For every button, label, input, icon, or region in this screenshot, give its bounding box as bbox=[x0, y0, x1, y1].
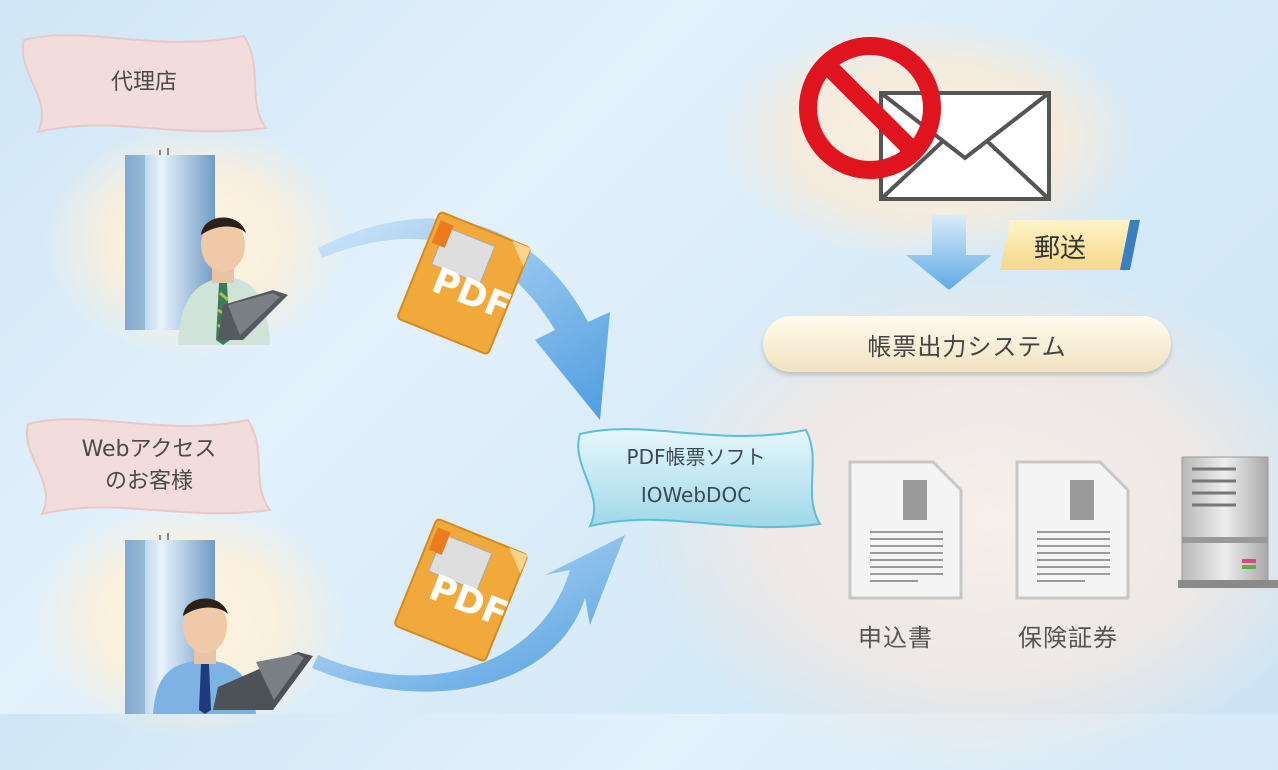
agency-label: 代理店 bbox=[110, 70, 177, 95]
web-customer-line-1: Webアクセス bbox=[81, 437, 217, 462]
pdf-file-icon-top: PDF bbox=[395, 208, 535, 358]
mail-badge: 郵送 bbox=[1000, 220, 1140, 270]
web-customer-banner: Webアクセス のお客様 bbox=[20, 412, 278, 520]
system-label: 帳票出力システム bbox=[867, 332, 1067, 361]
software-banner: PDF帳票ソフト IOWebDOC bbox=[566, 420, 826, 532]
banner-shape bbox=[21, 34, 268, 134]
agency-banner: 代理店 bbox=[14, 28, 274, 138]
businessman-laptop-icon bbox=[178, 217, 288, 345]
software-line-2: IOWebDOC bbox=[640, 483, 752, 507]
application-form-icon bbox=[848, 460, 963, 600]
down-arrow-icon bbox=[906, 215, 992, 290]
application-form-label: 申込書 bbox=[858, 624, 933, 652]
pdf-file-icon-bottom: PDF bbox=[392, 515, 532, 665]
lower-flow-arrow bbox=[312, 535, 625, 692]
web-customer-line-2: のお客様 bbox=[104, 469, 193, 494]
software-line-1: PDF帳票ソフト bbox=[626, 445, 766, 469]
system-label-box: 帳票出力システム bbox=[763, 316, 1171, 372]
server-icon bbox=[1178, 456, 1278, 588]
upper-flow-arrow bbox=[318, 218, 610, 420]
banner-shape bbox=[25, 418, 272, 516]
insurance-policy-label: 保険証券 bbox=[1018, 624, 1118, 652]
banner-shape bbox=[577, 428, 822, 529]
insurance-policy-icon bbox=[1015, 460, 1130, 600]
flow-arrows bbox=[312, 218, 625, 692]
businessman-laptop-icon bbox=[153, 598, 313, 714]
mail-label: 郵送 bbox=[1034, 234, 1087, 264]
office-building-icon bbox=[125, 148, 215, 330]
prohibited-icon bbox=[799, 37, 941, 179]
